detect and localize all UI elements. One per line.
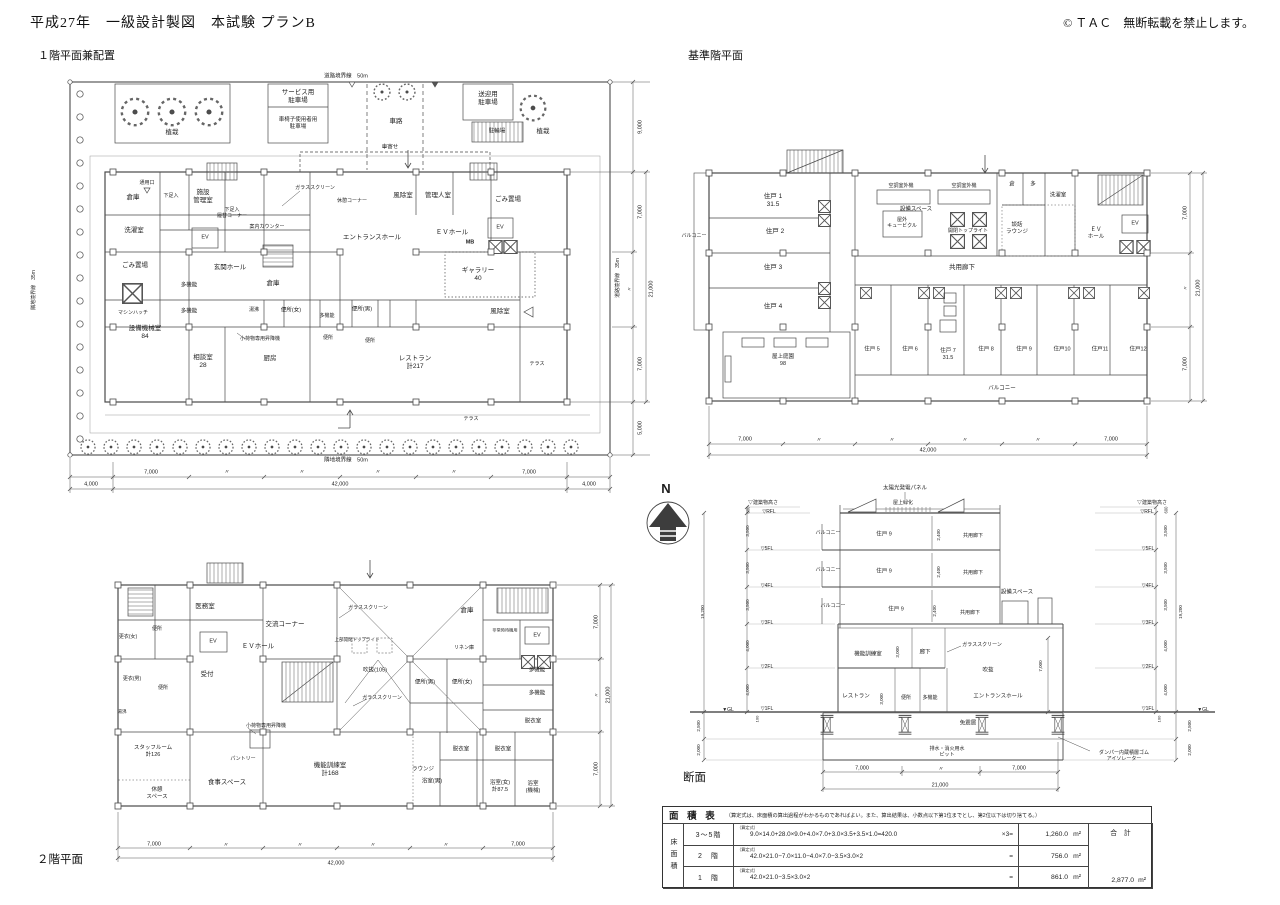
value-number: 1,260.0 — [1045, 831, 1069, 838]
formula-op: = — [1009, 852, 1013, 860]
formula-tag: （算定式） — [737, 825, 758, 830]
area-row-floor: 2 階 — [684, 846, 734, 867]
formula-op: = — [1009, 874, 1013, 881]
formula-tag: （算定式） — [737, 868, 758, 873]
value-number: 861.0 — [1051, 874, 1069, 881]
area-row-value: 1,260.0 m² — [1019, 824, 1089, 846]
area-row-value: 756.0 m² — [1019, 846, 1089, 867]
area-table-side-label: 床面積 — [663, 824, 684, 889]
area-row-value: 861.0 m² — [1019, 867, 1089, 889]
area-table-note: （算定式は、床面積の算出過程がわかるものであればよい。また、算出結果は、小数点以… — [725, 812, 1041, 819]
area-table: 面 積 表 （算定式は、床面積の算出過程がわかるものであればよい。また、算出結果… — [662, 806, 1153, 889]
typical-floor-title: 基準階平面 — [688, 50, 743, 62]
total-label: 合 計 — [1110, 830, 1131, 837]
value-unit: m² — [1073, 852, 1081, 860]
area-row-formula: （算定式） 42.0×21.0−7.0×11.0−4.0×7.0−3.5×3.0… — [734, 846, 1019, 867]
area-table-header: 面 積 表 （算定式は、床面積の算出過程がわかるものであればよい。また、算出結果… — [663, 807, 1153, 824]
plan2-title: ２階平面 — [37, 854, 83, 866]
typical-floor-linework — [693, 149, 1207, 459]
section-linework — [690, 492, 1215, 792]
area-row-floor: 3～5階 — [684, 824, 734, 846]
section-title: 断面 — [683, 772, 706, 784]
area-table-total: 合 計 2,877.0 m² — [1089, 824, 1153, 889]
plan2-linework — [114, 560, 615, 862]
formula-text: 9.0×14.0+28.0×9.0+4.0×7.0+3.0×3.5+3.5×1.… — [750, 831, 898, 838]
value-unit: m² — [1073, 874, 1081, 881]
plan1-title: １階平面兼配置 — [38, 50, 115, 62]
value-number: 756.0 — [1051, 852, 1069, 860]
area-row-floor: 1 階 — [684, 867, 734, 889]
copyright-text: © ＴＡＣ 無断転載を禁止します。 — [1063, 16, 1254, 30]
value-unit: m² — [1073, 831, 1081, 838]
area-row-formula: （算定式） 9.0×14.0+28.0×9.0+4.0×7.0+3.0×3.5+… — [734, 824, 1019, 846]
formula-text: 42.0×21.0−3.5×3.0×2 — [750, 874, 811, 881]
area-table-title: 面 積 表 — [669, 811, 718, 822]
formula-op: ×3= — [1001, 831, 1013, 838]
total-number: 2,877.0 — [1111, 877, 1135, 884]
formula-tag: （算定式） — [737, 847, 758, 852]
plan1-linework — [67, 79, 650, 493]
sheet-title: 平成27年 一級設計製図 本試験 プランB — [30, 16, 316, 31]
north-arrow-icon — [646, 501, 690, 545]
area-row-formula: （算定式） 42.0×21.0−3.5×3.0×2 = — [734, 867, 1019, 889]
total-unit: m² — [1138, 877, 1146, 884]
formula-text: 42.0×21.0−7.0×11.0−4.0×7.0−3.5×3.0×2 — [750, 852, 863, 860]
